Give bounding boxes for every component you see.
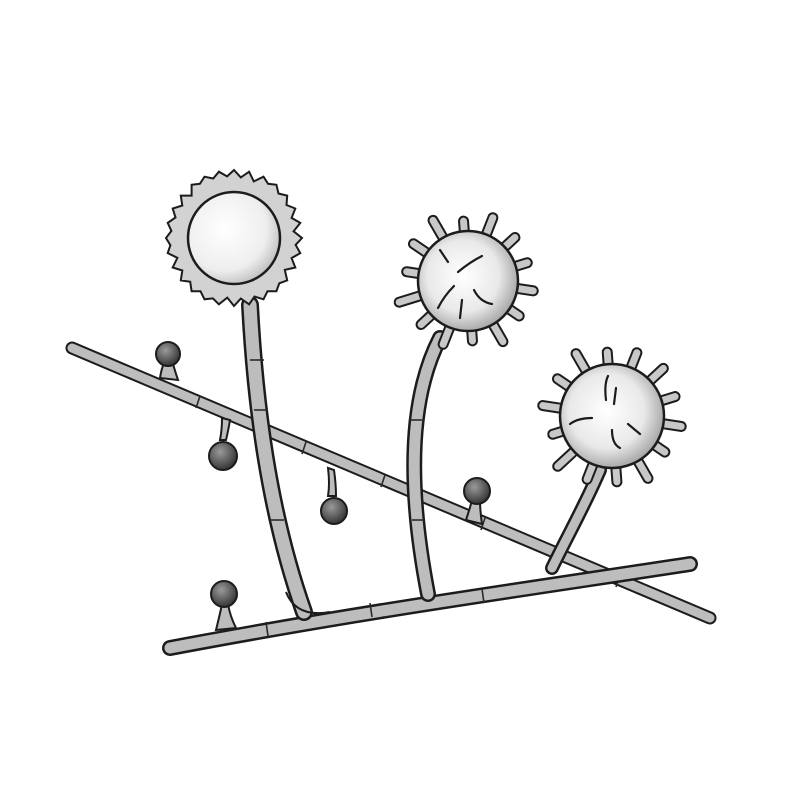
- bud: [155, 341, 181, 382]
- stalk-right: [545, 463, 607, 575]
- bud: [320, 466, 348, 525]
- bud: [208, 416, 238, 471]
- stalk-left: [241, 296, 331, 621]
- hypha-lower: [162, 556, 698, 656]
- bud: [463, 477, 491, 526]
- stalk-middle: [406, 330, 448, 602]
- bud: [210, 580, 238, 632]
- sporangium-spiky-right: [537, 346, 687, 488]
- sporangium-spiky-middle: [393, 212, 539, 350]
- sporangium-round: [164, 168, 304, 308]
- buds-upper: [155, 341, 348, 525]
